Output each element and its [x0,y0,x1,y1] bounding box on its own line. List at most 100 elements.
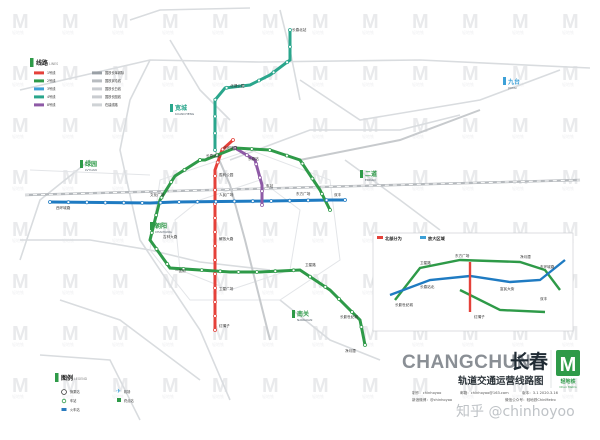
map-subtitle: 轨道交通运营线路图 [458,375,544,387]
station-dot[interactable] [165,262,170,266]
station-dot[interactable] [241,83,246,88]
station-dot[interactable] [363,343,367,347]
station-label[interactable]: 北湖公园 [230,83,245,88]
station-dot[interactable] [236,270,241,274]
station-dot[interactable] [213,230,217,234]
station-dot[interactable] [319,191,324,196]
station-dot[interactable] [273,269,278,274]
station-label[interactable]: 吉林大路 [163,234,178,239]
station-dot[interactable] [199,268,204,273]
station-dot[interactable] [271,70,276,75]
station-label[interactable]: 一匡街 [175,268,186,273]
station-dot[interactable] [213,258,217,262]
watermark-caption: 轻地铁 [312,133,324,139]
station-label[interactable]: 人民广场 [219,192,234,197]
station-dot[interactable] [288,28,292,32]
station-label[interactable]: 东方广场 [296,191,311,196]
station-dot[interactable] [324,198,329,203]
station-dot[interactable] [300,161,305,166]
station-dot[interactable] [177,200,182,204]
station-dot[interactable] [215,153,220,158]
station-dot[interactable] [215,160,220,165]
station-dot[interactable] [269,199,274,203]
station-dot[interactable] [198,158,202,162]
station-dot[interactable] [213,300,217,304]
station-label[interactable]: 长春站 [248,156,259,161]
station-dot[interactable] [337,297,341,301]
station-label[interactable]: 北环城路 [223,145,238,150]
station-dot[interactable] [213,199,218,204]
station-label[interactable]: 车站 [266,183,274,188]
station-dot[interactable] [154,247,159,251]
station-label[interactable]: 长春站北 [206,153,221,158]
station-dot[interactable] [257,78,261,83]
station-dot[interactable] [149,230,154,235]
station-dot[interactable] [140,200,145,205]
station-dot[interactable] [254,270,259,274]
station-label[interactable]: 长春北站 [292,27,307,32]
station-label[interactable]: 卫星广场 [219,286,234,291]
station-dot[interactable] [213,328,217,332]
station-dot[interactable] [306,198,311,203]
station-dot[interactable] [213,216,217,220]
station-dot[interactable] [213,314,217,318]
station-dot[interactable] [260,189,264,194]
station-dot[interactable] [213,148,217,152]
station-dot[interactable] [291,268,296,273]
station-dot[interactable] [249,147,254,151]
station-dot[interactable] [284,153,289,158]
station-dot[interactable] [308,274,312,279]
station-dot[interactable] [260,203,264,207]
station-dot[interactable] [350,310,354,314]
station-dot[interactable] [195,199,200,204]
station-label[interactable]: 双丰 [334,192,342,197]
station-dot[interactable] [213,286,217,290]
station-dot[interactable] [169,180,174,184]
station-dot[interactable] [213,114,217,119]
station-label[interactable]: 净月潭 [345,348,356,353]
station-dot[interactable] [213,97,218,102]
station-dot[interactable] [85,200,89,205]
station-label[interactable]: 解放大路 [219,236,234,241]
station-dot[interactable] [328,208,332,212]
station-dot[interactable] [158,200,163,205]
station-dot[interactable] [244,153,249,158]
station-dot[interactable] [232,199,237,204]
station-dot[interactable] [267,148,272,152]
station-dot[interactable] [48,200,52,204]
station-dot[interactable] [224,85,229,90]
station-dot[interactable] [181,266,186,271]
station-dot[interactable] [231,138,235,142]
station-dot[interactable] [257,175,262,180]
watermark-caption: 轻地铁 [462,185,474,191]
station-dot[interactable] [254,162,259,167]
station-dot[interactable] [121,200,126,205]
station-dot[interactable] [285,60,290,65]
station-dot[interactable] [154,213,159,218]
station-dot[interactable] [159,195,164,200]
station-dot[interactable] [182,167,187,172]
station-dot[interactable] [359,325,364,329]
station-dot[interactable] [287,198,292,203]
station-dot[interactable] [213,188,217,192]
station-dot[interactable] [233,146,237,150]
station-dot[interactable] [250,199,255,204]
station-label[interactable]: 胜利公园 [219,172,234,177]
station-dot[interactable] [343,198,347,202]
station-dot[interactable] [213,272,217,276]
station-label[interactable]: 卫星路 [305,262,316,267]
station-dot[interactable] [66,200,71,205]
station-dot[interactable] [218,269,223,274]
station-dot[interactable] [103,200,108,205]
station-dot[interactable] [323,284,328,289]
station-dot[interactable] [220,147,225,152]
station-dot[interactable] [288,44,292,49]
station-label[interactable]: 西环城路 [56,205,71,210]
station-dot[interactable] [213,174,217,178]
station-label[interactable]: 长影世纪城 [340,314,358,319]
station-label[interactable]: 红嘴子 [219,323,230,328]
station-dot[interactable] [213,244,217,248]
station-dot[interactable] [213,131,217,136]
station-dot[interactable] [310,176,315,181]
station-label[interactable]: 文化广场 [150,192,165,197]
